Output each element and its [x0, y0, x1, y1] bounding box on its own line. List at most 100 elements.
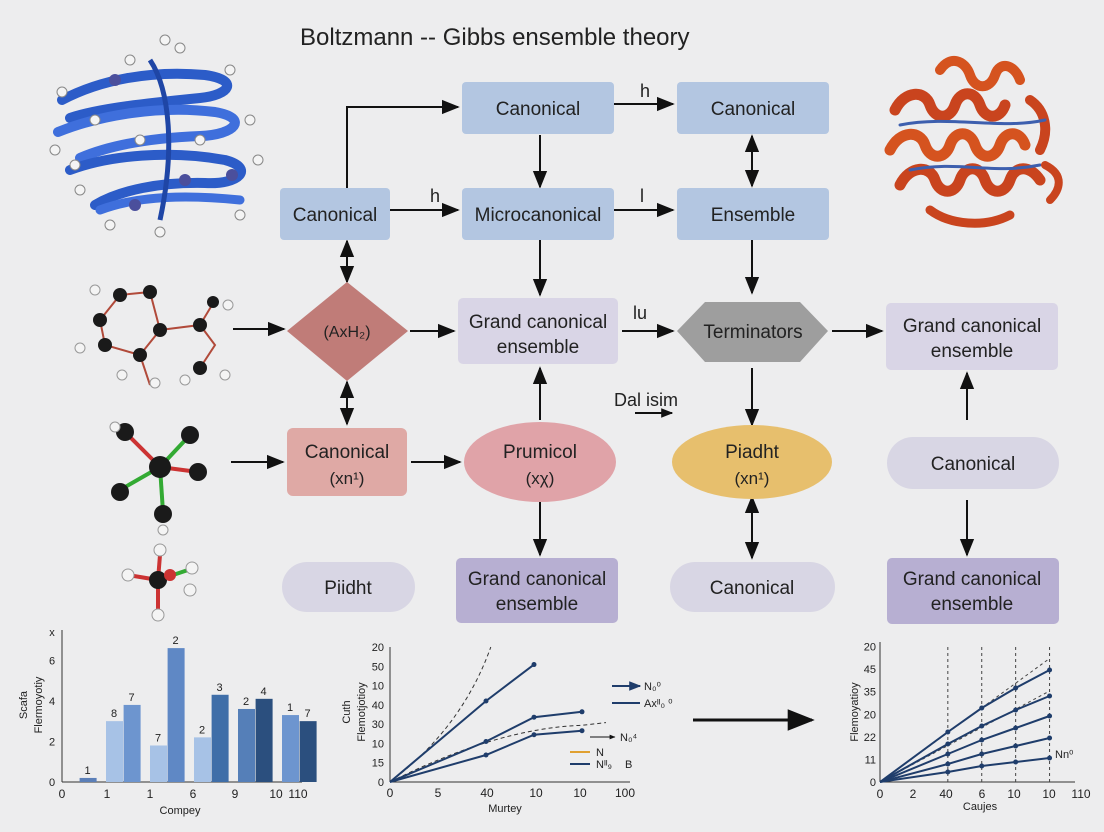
svg-text:ensemble: ensemble [497, 337, 579, 358]
svg-text:Grand canonical: Grand canonical [469, 312, 607, 333]
y-tick-label: 4 [49, 696, 55, 708]
svg-text:Terminators: Terminators [703, 322, 802, 343]
y-tick-label: 10 [372, 681, 384, 693]
bar-data-label: 1 [85, 765, 91, 777]
bar-data-label: 2 [243, 696, 249, 708]
x-tick-label: 10 [573, 786, 587, 800]
y-axis-title-line1: Cuth [341, 700, 353, 723]
y-axis-title-line2: Flermoyotiy [33, 676, 45, 733]
node-grand-canonical-center: Grand canonical ensemble [458, 298, 618, 364]
y-tick-label: 20 [864, 642, 876, 654]
x-tick-label: 5 [435, 786, 442, 800]
y-tick-label: 40 [372, 700, 384, 712]
x-tick-label: 100 [615, 786, 635, 800]
y-tick-label: 10 [372, 738, 384, 750]
svg-text:Canonical: Canonical [293, 205, 378, 226]
node-piadht: Piadht (xn¹) [672, 425, 832, 499]
x-tick-label: 0 [59, 787, 66, 801]
svg-text:(xn¹): (xn¹) [330, 469, 365, 488]
data-point [1013, 743, 1019, 749]
x-tick-label: 40 [939, 787, 953, 801]
data-point [945, 741, 951, 747]
dashed-guide [389, 722, 607, 783]
edge-label-h-top: h [640, 81, 650, 101]
data-point [483, 739, 489, 744]
node-terminators: Terminators [677, 302, 828, 362]
legend-label: N₀⁰ [644, 681, 662, 693]
x-tick-label: 9 [232, 787, 239, 801]
svg-text:Canonical: Canonical [496, 99, 581, 120]
data-point [945, 729, 951, 735]
bar-data-label: 3 [217, 682, 223, 694]
node-microcanonical: Microcanonical [462, 188, 614, 240]
svg-text:Canonical: Canonical [305, 442, 390, 463]
molecule-ring-image [74, 284, 234, 389]
data-point [531, 714, 537, 720]
x-tick-label: 10 [1007, 787, 1021, 801]
data-point [531, 662, 537, 668]
svg-text:Prumicol: Prumicol [503, 442, 577, 463]
bar-data-label: 8 [111, 708, 117, 720]
node-ensemble: Ensemble [677, 188, 829, 240]
x-tick-label: 110 [288, 787, 307, 801]
y-tick-label: 22 [864, 732, 876, 744]
svg-text:ensemble: ensemble [931, 594, 1013, 615]
svg-text:(xχ): (xχ) [526, 469, 555, 488]
node-canonical-row2: Canonical [280, 188, 390, 240]
y-tick-label: 2 [49, 736, 55, 748]
bar [194, 737, 211, 782]
node-grand-canonical-bottom-center: Grand canonical ensemble [456, 558, 618, 623]
svg-text:Microcanonical: Microcanonical [475, 205, 602, 226]
svg-text:ensemble: ensemble [931, 341, 1013, 362]
y-tick-label: 0 [49, 777, 55, 789]
node-canonical-top-right: Canonical [677, 82, 829, 134]
series-line [389, 729, 583, 783]
data-point [483, 752, 489, 758]
data-point [531, 732, 537, 738]
data-point [1047, 667, 1053, 673]
legend-label: N [596, 747, 604, 759]
bar-data-label: 1 [287, 702, 293, 714]
y-tick-label: 0 [870, 777, 876, 789]
bar [211, 694, 229, 782]
bar [79, 777, 97, 782]
edge-label-l-mid: l [640, 186, 644, 206]
y-tick-label: 11 [865, 754, 876, 766]
svg-text:Canonical: Canonical [711, 99, 796, 120]
node-canonical-red: Canonical (xn¹) [287, 428, 407, 496]
data-point [1047, 693, 1053, 699]
edge-label-lu: lu [633, 303, 647, 323]
node-diamond: (AxH₂) [287, 282, 408, 381]
bar-data-label: 7 [305, 708, 311, 720]
x-tick-label: 1 [104, 787, 111, 801]
data-point [1047, 735, 1053, 741]
bar [238, 708, 255, 782]
x-tick-label: 10 [529, 786, 543, 800]
bar [282, 715, 299, 782]
data-point [1013, 725, 1019, 731]
x-axis-title: Caujes [963, 801, 998, 813]
bar [299, 721, 317, 782]
svg-text:Grand canonical: Grand canonical [903, 316, 1041, 337]
y-axis-title: Flemoyatioy [849, 682, 861, 742]
svg-text:Canonical: Canonical [931, 454, 1016, 475]
bar [167, 648, 185, 782]
bar-data-label: 7 [155, 732, 161, 744]
arrows [231, 96, 975, 731]
bar [123, 704, 141, 782]
x-axis-title: Murtey [488, 803, 522, 815]
diagram-title: Boltzmann -- Gibbs ensemble theory [300, 24, 690, 51]
svg-text:Canonical: Canonical [710, 578, 795, 599]
node-piidht: Piidht [282, 562, 415, 612]
y-tick-label: 45 [864, 664, 876, 676]
data-point [979, 705, 985, 711]
molecule-tetra-image [109, 421, 207, 536]
legend-label: Nn⁰ [1055, 749, 1074, 761]
x-tick-label: 10 [269, 787, 283, 801]
bar-data-label: 4 [261, 686, 267, 698]
data-point [1047, 755, 1053, 761]
y-tick-label: 15 [372, 758, 384, 770]
x-tick-label: 2 [910, 787, 917, 801]
